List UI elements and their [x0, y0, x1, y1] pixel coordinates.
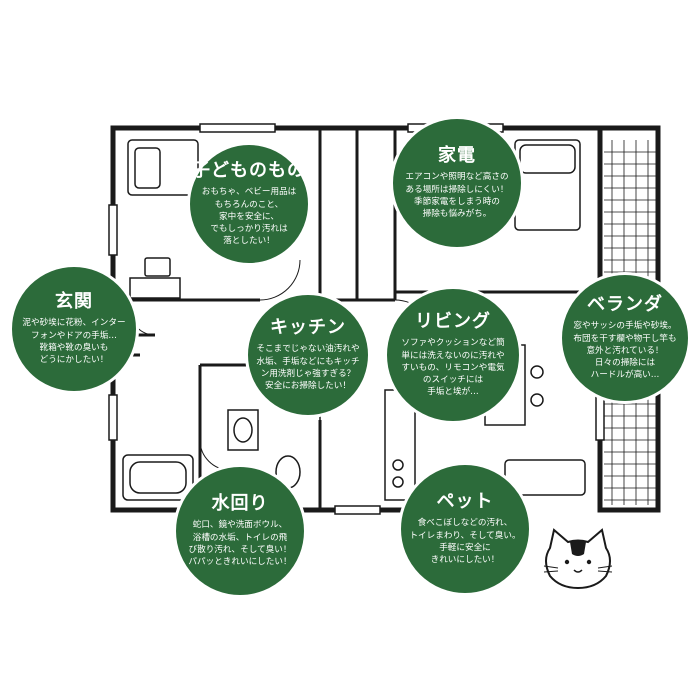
bubble-kodomo: 子どものもの おもちゃ、ベビー用品は もちろんのこと、 家中を安全に、 でもしっ… [187, 142, 311, 266]
bubble-text: おもちゃ、ベビー用品は もちろんのこと、 家中を安全に、 でもしっかり汚れは 落… [201, 187, 297, 247]
bubble-text: 食べこぼしなどの汚れ、 トイレまわり、そして臭い。 手軽に安全に きれいにしたい… [409, 518, 521, 566]
bubble-kitchen: キッチン そこまでじゃない油汚れや 水垢、手垢などにもキッチ ン用洗剤じゃ強すぎ… [245, 292, 371, 418]
bubble-title: 子どものもの [192, 159, 306, 181]
bubble-title: ペット [436, 490, 494, 512]
bubble-title: 水回り [211, 492, 269, 514]
bubble-genkan: 玄関 泥や砂埃に花粉、インター フォンやドアの手垢… 靴箱や靴の臭いも どうにか… [9, 264, 139, 394]
bubble-veranda: ベランダ 窓やサッシの手垢や砂埃。 布団を干す欄や物干し竿も 意外と汚れている！… [559, 272, 691, 404]
bubble-title: ベランダ [587, 293, 663, 315]
bubble-living: リビング ソファやクッションなど簡 単には洗えないのに汚れや すいもの、リモコン… [384, 286, 522, 424]
bubble-kaden: 家電 エアコンや照明など高さの ある場所は掃除しにくい！ 季節家電をしまう時の … [390, 116, 524, 250]
bubble-text: エアコンや照明など高さの ある場所は掃除しにくい！ 季節家電をしまう時の 掃除も… [405, 172, 509, 220]
bubble-text: 窓やサッシの手垢や砂埃。 布団を干す欄や物干し竿も 意外と汚れている！ 日々の掃… [573, 321, 677, 381]
bubble-title: 家電 [438, 144, 476, 166]
bubble-mizumawari: 水回り 蛇口、鏡や洗面ボウル、 浴槽の水垢、トイレの飛 び散り汚れ、そして臭い！… [173, 464, 307, 598]
bubble-text: ソファやクッションなど簡 単には洗えないのに汚れや すいもの、リモコンや電気 の… [401, 338, 505, 398]
bubble-text: 泥や砂埃に花粉、インター フォンやドアの手垢… 靴箱や靴の臭いも どうにかしたい… [22, 318, 126, 366]
bubble-title: 玄関 [55, 290, 93, 312]
cat-icon [543, 528, 613, 590]
bubble-text: そこまでじゃない油汚れや 水垢、手垢などにもキッチ ン用洗剤じゃ強すぎる？ 安全… [256, 344, 360, 392]
bubble-text: 蛇口、鏡や洗面ボウル、 浴槽の水垢、トイレの飛 び散り汚れ、そして臭い！ パパッ… [188, 520, 292, 568]
bubble-pet: ペット 食べこぼしなどの汚れ、 トイレまわり、そして臭い。 手軽に安全に きれい… [398, 462, 532, 596]
bubble-title: リビング [415, 310, 491, 332]
bubble-title: キッチン [270, 316, 346, 338]
